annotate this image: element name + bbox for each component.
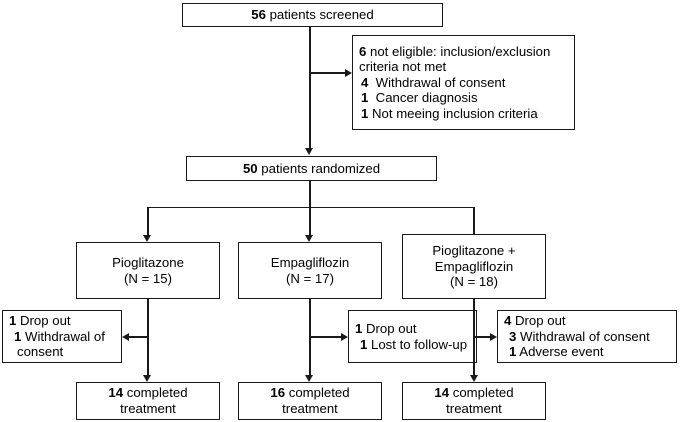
arm3-name-line1: Pioglitazone + (432, 243, 516, 259)
dropout3-count: 4 (504, 313, 512, 329)
dropout1-count: 1 (9, 313, 17, 329)
node-completed-arm2: 16 completed treatment (238, 382, 382, 420)
completed2-line2: treatment (282, 401, 338, 416)
dropout2-text: Drop out (362, 320, 417, 336)
arrow-into-arm1 (143, 235, 152, 242)
arrow-into-completed1 (143, 375, 152, 382)
node-dropout-arm2: 1 Drop out 1 Lost to follow-up (348, 310, 477, 363)
connector-screened-to-randomized (309, 27, 311, 148)
not-eligible-count: 6 (359, 43, 367, 59)
not-eligible-text: not eligible: inclusion/exclusion criter… (359, 43, 551, 75)
node-screened: 56 patients screened (182, 3, 443, 27)
arrow-into-completed2 (305, 375, 314, 382)
randomized-text: patients randomized (257, 160, 381, 176)
connector-to-not-eligible (309, 72, 345, 74)
dropout2-count: 1 (355, 320, 363, 336)
node-completed-arm1: 14 completed treatment (76, 382, 220, 420)
arrow-into-randomized (305, 148, 314, 155)
arm2-n: (N = 17) (285, 270, 334, 286)
node-arm-combination: Pioglitazone + Empagliflozin (N = 18) (402, 234, 546, 299)
completed1-text: completed (123, 385, 188, 401)
arrow-into-dropout1 (122, 332, 129, 341)
arm2-name: Empagliflozin (270, 254, 350, 270)
not-eligible-reason: 1 Not meeing inclusion criteria (361, 105, 538, 121)
not-eligible-reason: 1 Cancer diagnosis (361, 90, 478, 106)
node-not-eligible: 6 not eligible: inclusion/exclusion crit… (352, 35, 575, 130)
connector-split-bar (147, 206, 475, 209)
arrow-into-not-eligible (345, 68, 352, 77)
dropout3-reason: 3 Withdrawal of consent (509, 328, 650, 344)
dropout1-reason: 1 Withdrawal of consent (14, 328, 105, 360)
completed1-count: 14 (108, 385, 124, 401)
screened-count: 56 (251, 7, 266, 23)
node-randomized: 50 patients randomized (186, 156, 437, 181)
arrow-into-dropout3 (490, 332, 497, 341)
completed2-count: 16 (270, 385, 286, 401)
screened-text: patients screened (265, 7, 374, 23)
node-arm-empagliflozin: Empagliflozin (N = 17) (238, 242, 382, 299)
connector-randomized-stem (309, 181, 311, 207)
connector-arm2-stem (309, 299, 311, 375)
arm1-n: (N = 15) (123, 270, 172, 286)
completed3-text: completed (449, 385, 514, 401)
randomized-count: 50 (242, 160, 258, 176)
dropout3-reason: 1 Adverse event (509, 344, 604, 360)
dropout3-text: Drop out (511, 313, 566, 329)
arm1-name: Pioglitazone (112, 254, 184, 270)
connector-arm1-to-dropout1 (129, 336, 148, 338)
completed3-line2: treatment (446, 401, 502, 416)
arrow-into-completed3 (469, 375, 478, 382)
arrow-into-arm2 (305, 235, 314, 242)
connector-to-arm1 (147, 206, 149, 236)
connector-arm2-to-dropout2 (310, 336, 341, 338)
node-dropout-arm1: 1 Drop out 1 Withdrawal of consent (2, 310, 122, 363)
node-dropout-arm3: 4 Drop out 3 Withdrawal of consent 1 Adv… (497, 310, 677, 363)
dropout2-reason: 1 Lost to follow-up (360, 336, 468, 352)
completed2-text: completed (285, 385, 350, 401)
node-completed-arm3: 14 completed treatment (402, 382, 546, 420)
arm3-n: (N = 18) (449, 274, 498, 290)
completed3-count: 14 (434, 385, 450, 401)
arrow-into-dropout2 (341, 332, 348, 341)
connector-to-arm3 (473, 206, 475, 236)
node-arm-pioglitazone: Pioglitazone (N = 15) (76, 242, 220, 299)
dropout1-text: Drop out (16, 313, 71, 329)
completed1-line2: treatment (120, 401, 176, 416)
arm3-name-line2: Empagliflozin (434, 258, 514, 274)
connector-to-arm2 (309, 206, 311, 236)
not-eligible-reason: 4 Withdrawal of consent (361, 74, 506, 90)
connector-arm3-to-dropout3 (474, 336, 490, 338)
